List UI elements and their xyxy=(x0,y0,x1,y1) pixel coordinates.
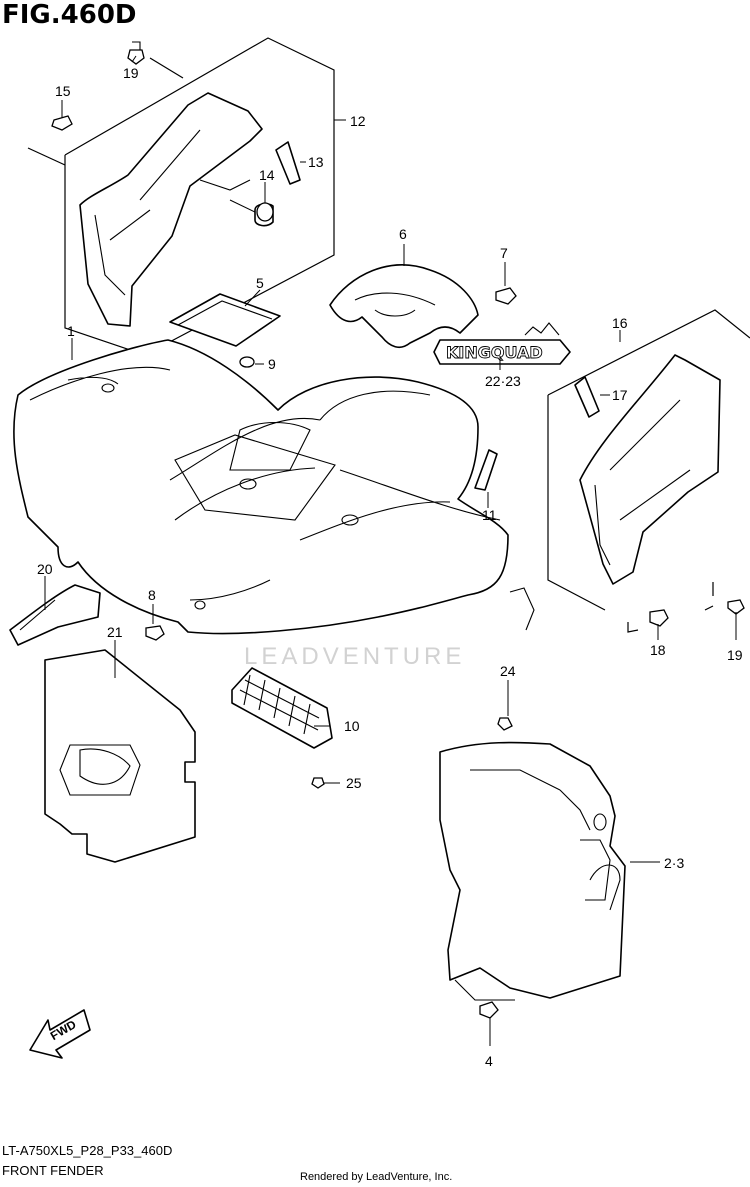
callout-2-3: 2·3 xyxy=(664,855,684,871)
callout-16: 16 xyxy=(612,315,628,331)
front-fender-1 xyxy=(13,339,535,635)
callout-8: 8 xyxy=(148,587,156,603)
callout-12: 12 xyxy=(350,113,366,129)
clip-15 xyxy=(51,115,73,131)
callout-box-12 xyxy=(27,37,335,356)
hardware xyxy=(51,41,745,1019)
bolt-7 xyxy=(495,287,517,305)
callout-7: 7 xyxy=(500,245,508,261)
lid-5 xyxy=(169,293,281,347)
screw-24 xyxy=(497,717,513,731)
clip-19-top xyxy=(127,41,145,65)
bracket-20 xyxy=(9,584,101,646)
side-panel-16 xyxy=(574,354,721,585)
clip-19-right xyxy=(727,599,745,615)
trim-strip-11 xyxy=(474,449,498,491)
watermark-text: LEADVENTURE xyxy=(244,643,465,670)
callout-15: 15 xyxy=(55,83,71,99)
trim-strip-13 xyxy=(275,141,306,185)
callout-18: 18 xyxy=(650,642,666,658)
inner-panel-21 xyxy=(44,649,196,863)
inner-fender-2-3 xyxy=(439,741,626,1001)
kingquad-emblem: KINGQUAD xyxy=(433,322,571,365)
model-code: LT-A750XL5_P28_P33_460D xyxy=(2,1143,173,1158)
section-name: FRONT FENDER xyxy=(2,1163,104,1178)
callout-13: 13 xyxy=(308,154,324,170)
callout-9: 9 xyxy=(268,356,276,372)
callout-4: 4 xyxy=(485,1053,493,1069)
grommet-14 xyxy=(256,202,274,222)
callout-1: 1 xyxy=(67,323,75,339)
side-panel-12 xyxy=(79,92,274,327)
callout-17: 17 xyxy=(612,387,628,403)
leader-lines xyxy=(44,55,737,1046)
mesh-grille-10 xyxy=(231,667,333,749)
bolt-4 xyxy=(479,1001,499,1019)
callout-5: 5 xyxy=(256,275,264,291)
callout-19-top: 19 xyxy=(123,65,139,81)
callout-6: 6 xyxy=(399,226,407,242)
callout-22-23: 22·23 xyxy=(485,373,521,389)
top-cover-6 xyxy=(329,264,479,349)
callout-24: 24 xyxy=(500,663,516,679)
emblem-text: KINGQUAD xyxy=(446,343,543,362)
bolt-8 xyxy=(145,625,165,641)
callout-box-16 xyxy=(547,309,750,633)
fwd-arrow: FWD xyxy=(29,1009,91,1059)
callout-25: 25 xyxy=(346,775,362,791)
callout-19-right: 19 xyxy=(727,647,743,663)
callout-21: 21 xyxy=(107,624,123,640)
callout-11: 11 xyxy=(482,507,497,523)
callout-10: 10 xyxy=(344,718,360,734)
callout-20: 20 xyxy=(37,561,53,577)
clip-18 xyxy=(649,609,669,627)
screw-25 xyxy=(311,777,325,789)
callout-14: 14 xyxy=(259,167,275,183)
figure-title: FIG.460D xyxy=(2,0,137,30)
callout-labels: 19 15 12 13 14 6 7 5 1 9 22·23 16 17 11 … xyxy=(37,65,743,1069)
grommet-9 xyxy=(239,356,255,368)
render-credit: Rendered by LeadVenture, Inc. xyxy=(300,1171,453,1183)
